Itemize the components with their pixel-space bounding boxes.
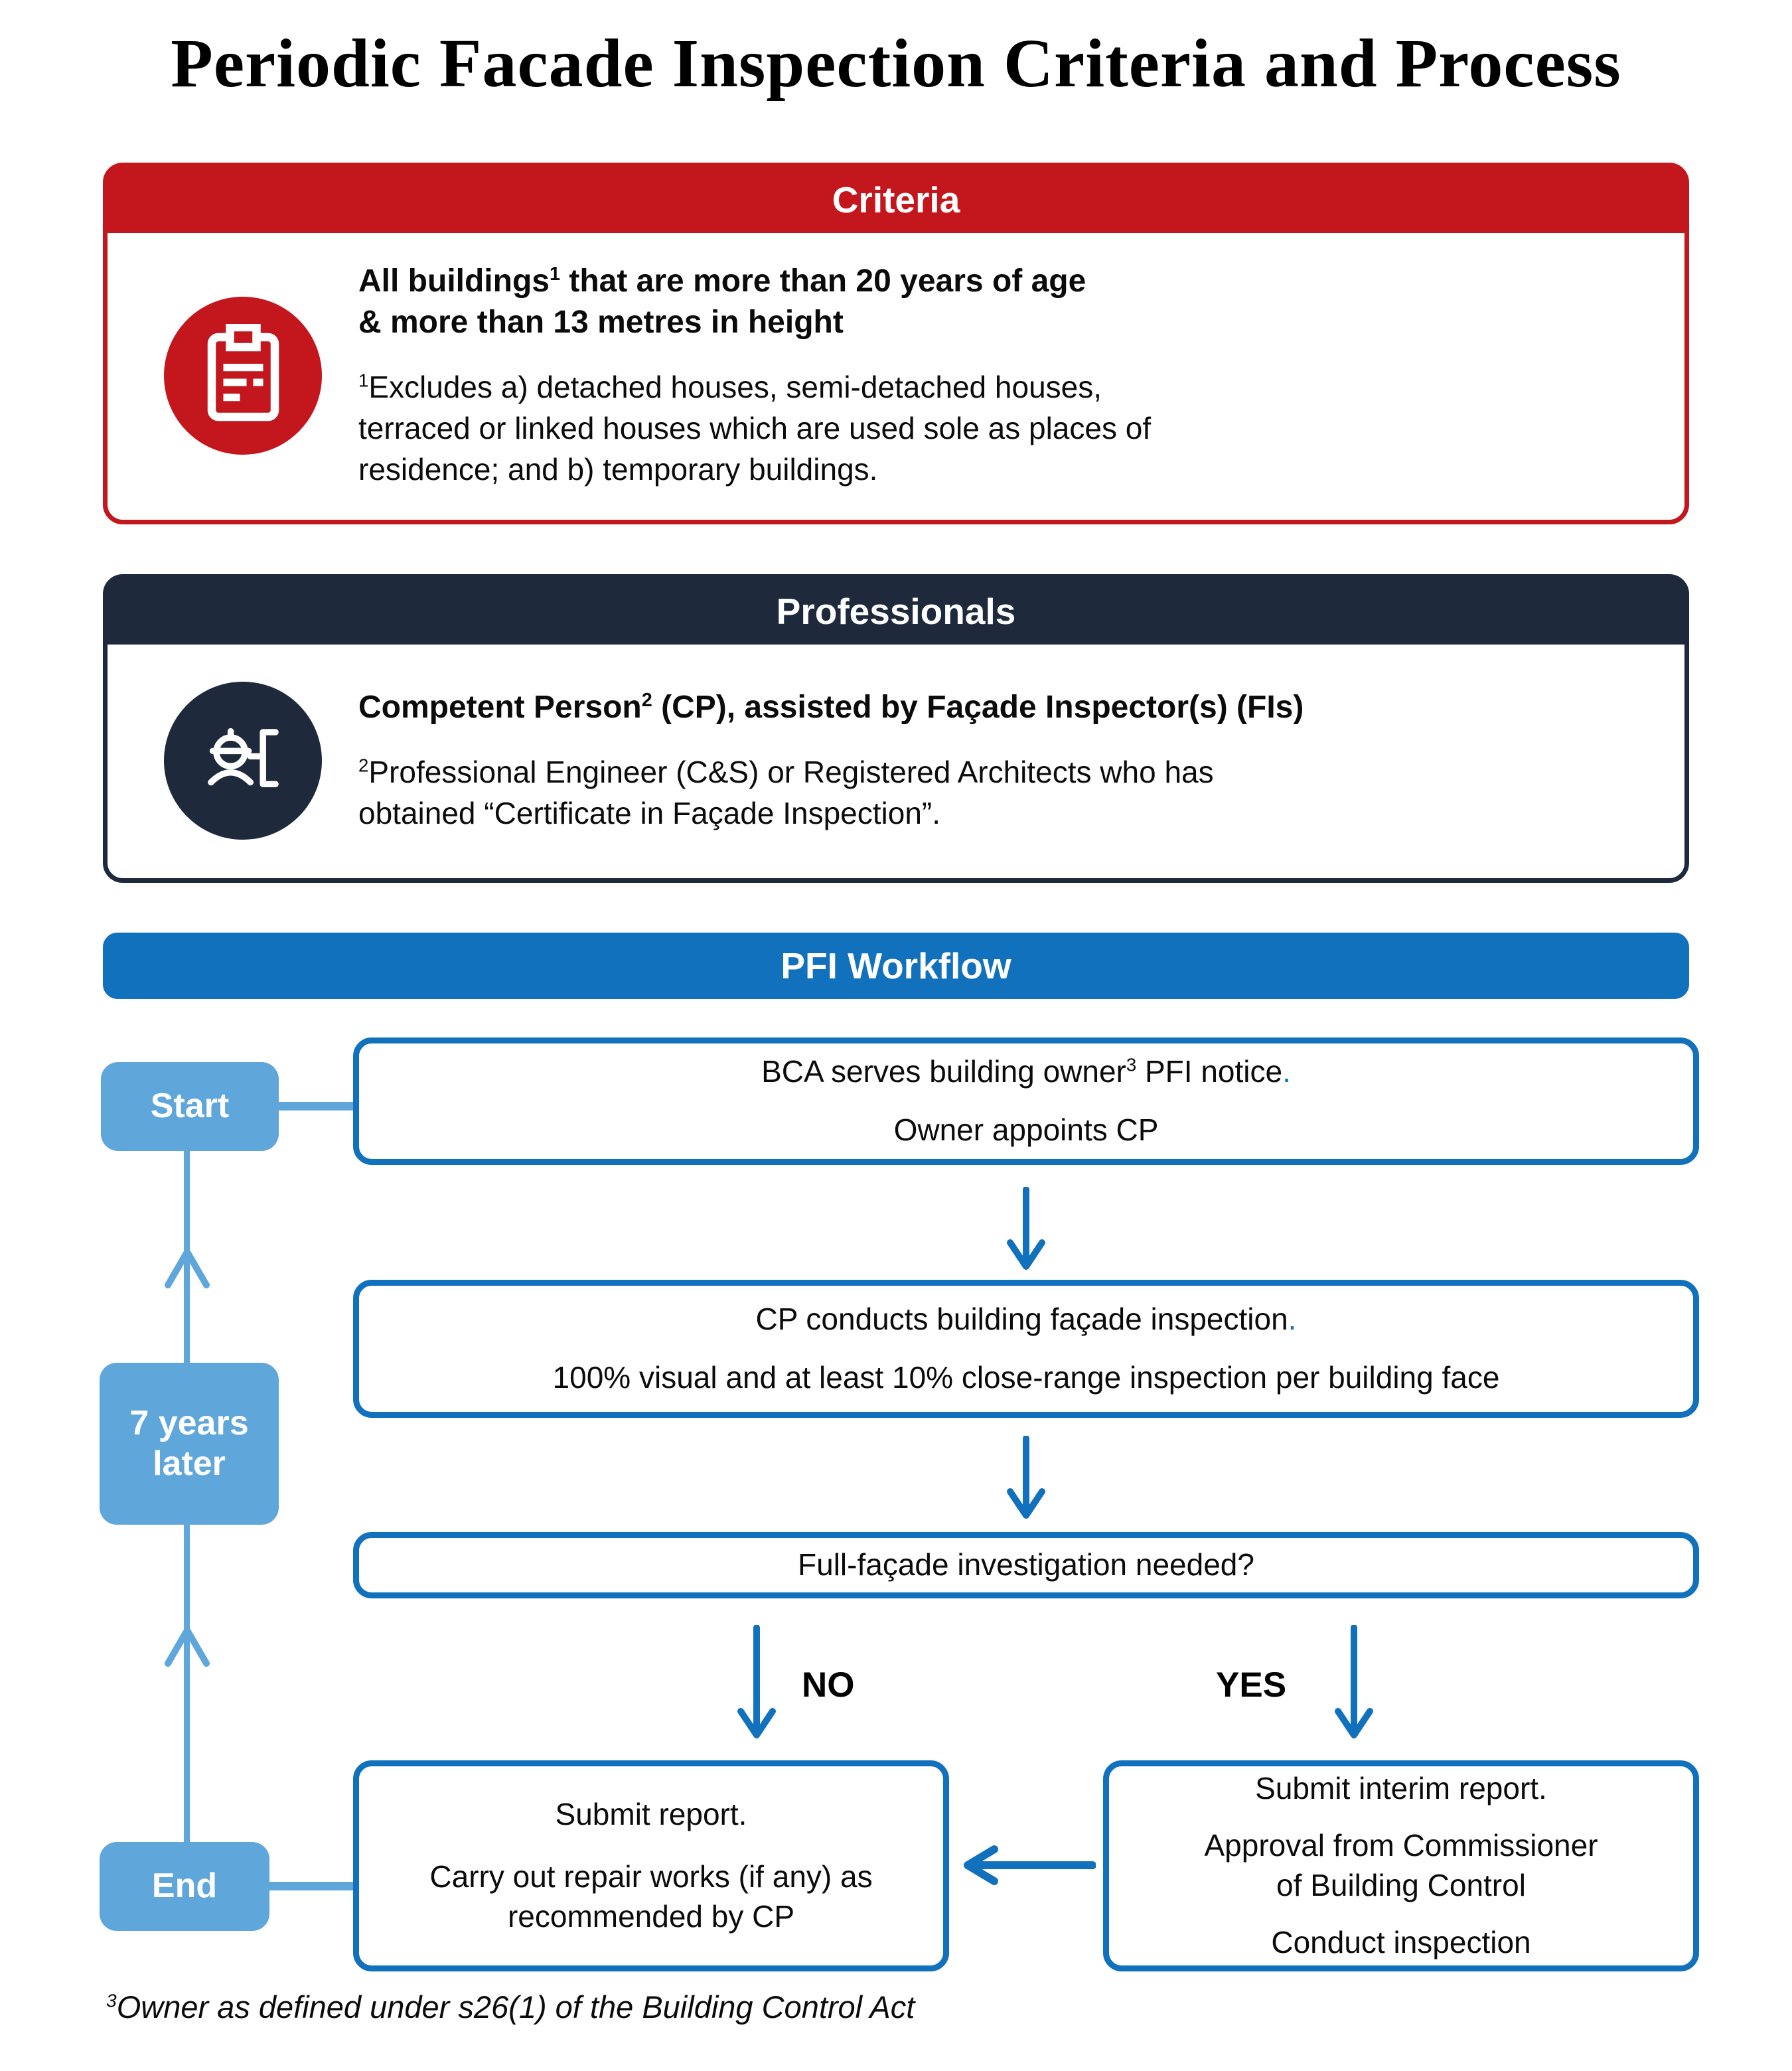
criteria-heading: All buildings1 that are more than 20 yea… — [358, 263, 1086, 341]
decision-box: Full-façade investigation needed? — [353, 1532, 1699, 1598]
footnote: 3Owner as defined under s26(1) of the Bu… — [106, 1989, 915, 2025]
end-connector — [268, 1882, 357, 1890]
notice-box: BCA serves building owner3 PFI notice. O… — [353, 1037, 1699, 1165]
criteria-note: 1Excludes a) detached houses, semi-detac… — [358, 370, 1152, 487]
engineer-person-icon-circle — [164, 681, 322, 840]
end-node: End — [100, 1842, 269, 1931]
clipboard-icon — [202, 323, 285, 427]
professionals-text: Competent Person2 (CP), assisted by Faça… — [358, 687, 1304, 834]
seven-years-node: 7 years later — [100, 1363, 279, 1525]
criteria-header: Criteria — [107, 167, 1685, 233]
page-title: Periodic Facade Inspection Criteria and … — [171, 25, 1621, 102]
professionals-heading: Competent Person2 (CP), assisted by Faça… — [358, 689, 1304, 725]
professionals-card: Professionals — [103, 574, 1689, 883]
engineer-person-icon — [198, 714, 288, 807]
interim-report-box: Submit interim report. Approval from Com… — [1103, 1760, 1699, 1971]
left-arrow-icon — [964, 1845, 1096, 1885]
up-chevron-icon — [165, 1249, 210, 1288]
submit-report-box: Submit report. Carry out repair works (i… — [353, 1760, 949, 1971]
criteria-body: All buildings1 that are more than 20 yea… — [108, 232, 1684, 518]
professionals-note: 2Professional Engineer (C&S) or Register… — [358, 755, 1214, 830]
start-connector — [277, 1102, 357, 1111]
yes-label: YES — [1216, 1665, 1287, 1705]
professionals-header: Professionals — [107, 578, 1685, 645]
criteria-text: All buildings1 that are more than 20 yea… — [358, 261, 1151, 491]
inspection-box: CP conducts building façade inspection. … — [353, 1280, 1699, 1418]
professionals-body: Competent Person2 (CP), assisted by Faça… — [108, 644, 1684, 877]
criteria-card: Criteria All buildings1 that are more — [103, 163, 1689, 524]
pfi-workflow-header: PFI Workflow — [103, 933, 1689, 999]
yes-branch-arrow-icon — [1335, 1625, 1373, 1738]
no-branch-arrow-icon — [737, 1625, 776, 1738]
start-node: Start — [101, 1062, 279, 1151]
down-arrow-icon — [1007, 1187, 1045, 1270]
up-chevron-icon — [165, 1627, 210, 1667]
no-label: NO — [802, 1665, 855, 1705]
down-arrow-icon — [1007, 1436, 1045, 1519]
clipboard-icon-circle — [164, 296, 322, 455]
